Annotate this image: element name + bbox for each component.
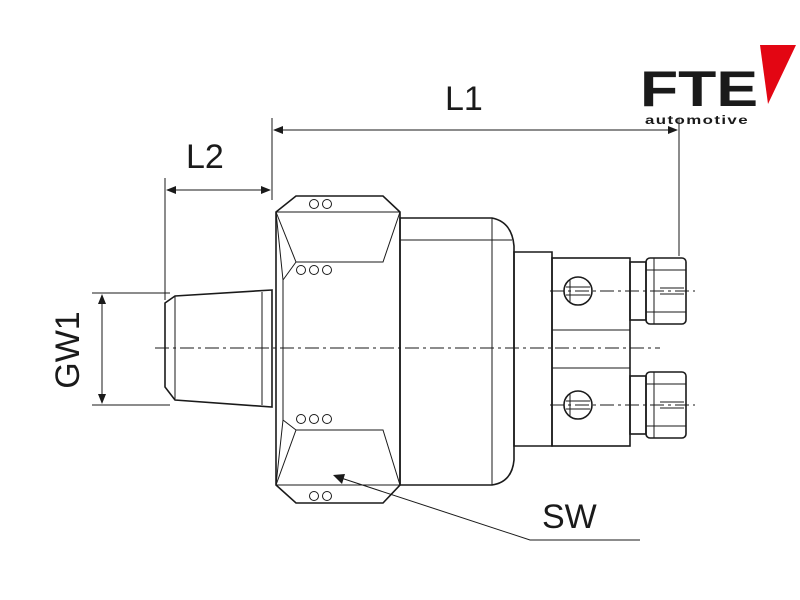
dimension-label-GW1: GW1 (49, 311, 87, 388)
pressure-switch-part (155, 195, 695, 504)
dimension-L2: L2 (164, 138, 271, 300)
logo-tagline-text: automotive (645, 113, 749, 127)
switch-body (399, 217, 515, 486)
logo-brand-text: FTE (640, 61, 758, 117)
connector-block (513, 251, 631, 447)
logo-accent-wedge (760, 45, 796, 104)
hex-nut (275, 195, 401, 504)
dimension-label-L1: L1 (445, 80, 483, 118)
fte-logo: FTE automotive (640, 45, 796, 127)
dimension-label-L2: L2 (186, 138, 224, 176)
dimension-label-SW: SW (542, 498, 597, 536)
dimension-SW: SW (333, 474, 640, 541)
dimension-GW1: GW1 (49, 292, 170, 406)
dimension-L1: L1 (271, 80, 680, 256)
